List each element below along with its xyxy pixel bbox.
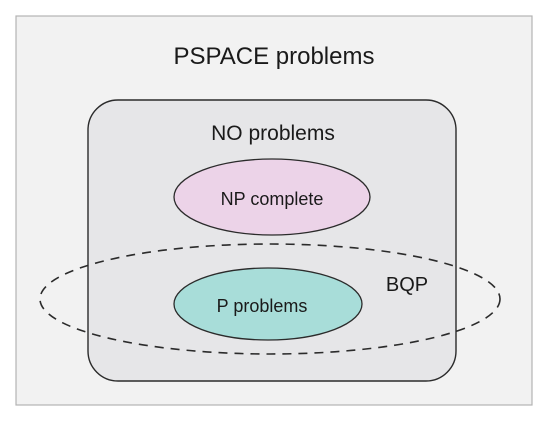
np-complete-ellipse <box>173 158 371 236</box>
np-region-label: NO problems <box>211 122 335 145</box>
p-problems-label: P problems <box>217 296 308 316</box>
np-complete-label: NP complete <box>221 189 324 209</box>
bqp-ellipse <box>39 243 501 355</box>
pspace-label: PSPACE problems <box>174 43 375 70</box>
bqp-label: BQP <box>386 274 428 296</box>
p-problems-ellipse <box>173 267 363 341</box>
